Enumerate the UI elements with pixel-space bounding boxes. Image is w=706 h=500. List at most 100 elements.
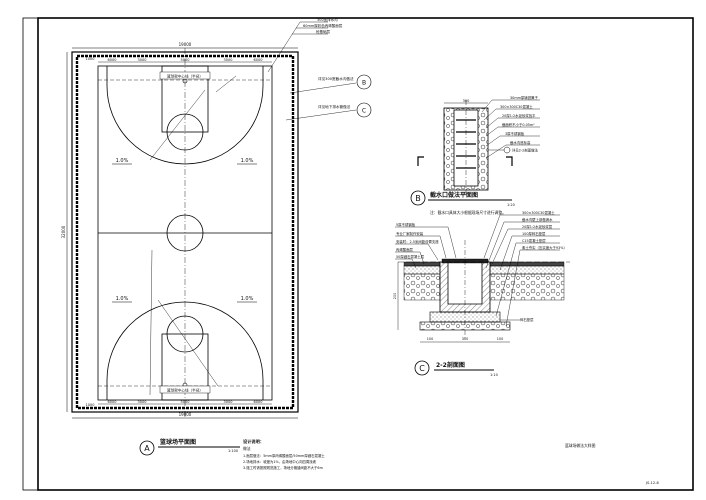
callout-top-2: 60mm厚彩色丙烯酸面层 [303,23,343,28]
callout-leader-b [289,82,357,94]
section-title: 2-2剖面图 [436,361,465,369]
bottom-key-label: 篮球架中心线（半径） [167,388,203,393]
drain-ref-marker [503,146,511,154]
section-right-callout-2: 截水沟壁上部做滴水 [522,217,553,222]
design-note-1: 1.面层做法：5mm厚丙烯酸面层/50mm厚细石混凝土 [243,453,325,458]
dim-bottom-seg-5: 6000 [254,400,263,404]
drain-callout-3: 20厚1:2水泥砂浆找平 [502,113,536,118]
section-dim-3: 100 [497,337,503,341]
section-left-callout-1: 5厚不锈钢板 [396,222,416,227]
drain-callout-1: 30mm厚铸铁箅子 [510,95,538,100]
section-concrete-left [403,265,441,275]
bottom-free-throw-circle [166,315,204,353]
section-surface-left [403,261,441,267]
title-block: 篮球场做法大样图 JS-12-6 [565,443,660,485]
section-dim-2: 300 [462,337,468,341]
slope-label-1: 1.0% [116,158,129,164]
drain-callout-5: 3厚不锈钢板 [505,131,525,136]
sheet-outer-border [22,17,694,491]
section-right-callout-6: 素土夯实（压实度大于93%） [522,245,567,250]
section-2-2: 100 300 100 200 5厚不锈钢板 专业厂家制作安装 安装时：2.5米… [393,210,570,377]
callout-b-text: 详见300宽截水沟做法 [318,76,354,81]
section-surface-right [489,261,565,267]
section-badge-label: C [419,364,425,373]
title-block-project: 篮球场做法大样图 [565,443,596,448]
dim-bottom-overall: 19000 [179,412,192,417]
bottom-key-label-box [159,385,211,394]
design-note-2: 2.场地排水：坡度为1%，由场地中心向四周找坡 [243,459,317,464]
dim-side-top: 1000 [86,57,95,61]
court-plan-title: 篮球场平面图 [159,438,196,446]
section-left-callout-3: 安装时：2.5米间距设置支座 [396,239,439,244]
callout-ref-b-label: B [362,80,366,87]
section-left-leaders [395,226,457,269]
dim-top-seg-4: 3000 [224,58,233,62]
drain-callout-2: 300×300C30混凝土 [500,104,533,109]
bottom-slope-leader-left [149,249,153,396]
callout-leader-c [285,109,357,121]
dim-side-bottom: 1000 [86,403,95,407]
title-block-sheet: JS-12-6 [645,481,660,485]
top-key-label-box [159,71,211,80]
callout-top-1: 300宽排水沟 [317,17,338,22]
section-left-callout-2: 专业厂家制作安装 [396,231,424,236]
section-dim-v: 200 [393,293,397,299]
design-note-3: 3.施工时请按照规范施工，场地分格缝间距不大于6m [243,465,324,470]
section-dim-1: 100 [427,337,433,341]
section-right-callout-1: 300×300C30混凝土 [522,210,555,215]
drain-plan: 300 30mm厚铸铁箅子 300×300C30混凝土 20厚1:2水泥砂浆找平… [410,95,540,215]
drain-plan-section-mark-right [506,156,513,166]
design-notes-title: 设计说明： [243,438,264,445]
dim-left-overall: 32000 [61,225,66,238]
section-gravel-left [403,273,441,301]
drain-callout-4: 截面积不小于0.05m² [502,122,535,127]
court-plan-badge-label: A [144,444,150,453]
dim-top-seg-1: 6000 [108,58,117,62]
drain-plan-note: 注：截水口具体大小根据现场尺寸进行调整。 [430,210,506,215]
dim-bottom-seg-2: 3000 [138,400,147,404]
drain-ref-callout: 详见2-2剖面做法 [512,148,538,153]
slope-label-2: 1.0% [241,158,254,164]
bottom-three-point-arc [106,301,264,400]
callout-leader-top [267,21,301,73]
callout-ref-c [356,102,372,118]
section-gravel-right [489,273,565,301]
top-slope-leader-right [215,75,237,93]
drain-callout-6: 截水沟底标高 [510,140,531,145]
slope-label-3: 1.0% [116,296,129,302]
bottom-key [161,333,209,401]
court-plan: 19000 6000 3000 5000 3000 6000 32000 100… [61,17,372,470]
callout-top-3: 砼基础层 [316,29,330,34]
section-badge [414,360,430,376]
section-bottom-callout: 碎石垫层 [520,317,534,322]
dim-top-seg-2: 3000 [138,58,147,62]
design-notes-sub: 做法 [243,446,251,451]
drain-plan-section-mark-left [417,156,424,166]
drain-plan-scale: 1:20 [507,203,515,207]
section-left-callout-4: 丙烯酸面层 [396,247,414,252]
court-plan-scale: 1:100 [228,449,238,453]
dim-top-seg-5: 6000 [254,58,263,62]
callout-c-text: 详见地下排水管做法 [318,104,351,109]
drain-plan-title: 截水口做法平面图 [430,191,478,199]
top-key [161,65,209,133]
section-right-callout-4: 100厚碎石垫层 [522,231,546,236]
section-right-callout-5: C15混凝土垫层 [522,238,546,243]
top-key-label: 篮球架中心线（半径） [167,74,203,79]
bottom-slope-leader-right [157,299,219,387]
section-right-callout-3: 20厚1:2水泥砂浆层 [522,224,553,229]
callout-ref-c-label: C [362,108,366,115]
slope-label-4: 1.0% [241,296,254,302]
dim-bottom-seg-1: 6000 [108,400,117,404]
dim-top-overall: 19000 [179,42,192,47]
top-slope-leader-left [149,89,206,161]
section-left-callout-5: 50厚细石混凝土层 [396,254,425,259]
top-free-throw-circle [166,113,204,151]
drain-plan-callout-leaders [481,99,540,159]
section-scale: 1:10 [490,373,498,377]
callout-ref-b [356,74,372,90]
section-right-leaders [483,214,560,327]
sheet-inner-border [37,17,694,491]
drain-plan-badge-label: B [415,194,421,203]
